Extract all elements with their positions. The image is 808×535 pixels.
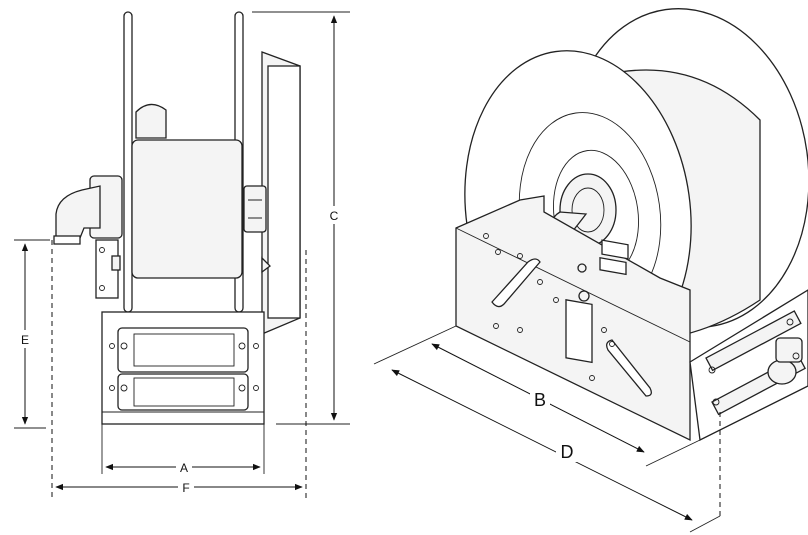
label-d: D [561,442,574,462]
center-bolt [578,290,590,302]
end-swivel [767,359,797,385]
right-hub [243,185,267,233]
isometric-view [455,8,808,442]
top-elbow [135,103,167,139]
base-window-upper [117,327,249,373]
label-b: B [534,390,546,410]
side-view [53,11,301,425]
label-f: F [182,481,189,495]
side-view-dimensions [14,11,350,500]
inlet-elbow [55,185,101,239]
dimension-line-d [391,369,693,521]
brake-tab [261,256,271,274]
end-rail-upper [705,310,802,372]
label-c: C [330,209,339,223]
isometric-dimensions [373,325,721,533]
reel-drum [131,139,243,279]
label-plate [565,299,593,364]
small-label [601,239,629,260]
left-frame-arm [123,11,133,313]
frame-slot-left [491,258,541,308]
label-a: A [180,461,188,475]
label-e: E [21,333,29,347]
lock-pin [111,255,121,271]
base-window-lower [117,373,249,411]
inlet-cap [53,235,81,245]
flange-rim [267,65,301,319]
